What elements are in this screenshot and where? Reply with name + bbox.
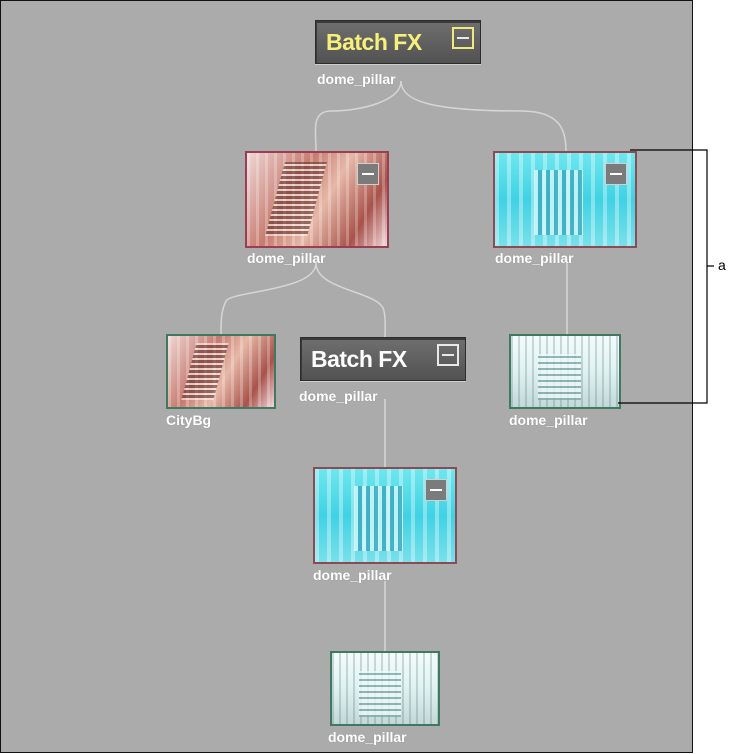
clip-node-thumbnail[interactable]	[509, 334, 621, 409]
collapse-icon[interactable]	[437, 344, 459, 366]
edge-left-to-citybg	[221, 263, 316, 334]
node-label: dome_pillar	[317, 71, 396, 87]
edge-batch-to-left	[315, 81, 401, 151]
clip-node-thumbnail[interactable]	[245, 151, 389, 248]
clip-node-thumbnail[interactable]	[493, 151, 637, 248]
clip-node-thumbnail[interactable]	[313, 467, 457, 564]
collapse-icon[interactable]	[425, 479, 447, 501]
node-label: dome_pillar	[299, 388, 378, 404]
node-label: dome_pillar	[509, 412, 588, 428]
clip-node-thumbnail[interactable]	[166, 334, 276, 409]
batch-fx-title: Batch FX	[326, 29, 422, 56]
batch-fx-node-lower[interactable]: Batch FX	[300, 337, 466, 381]
schematic-canvas[interactable]: Batch FX dome_pillar dome_pillar dome_pi…	[0, 0, 693, 753]
node-label: CityBg	[166, 412, 211, 428]
node-label: dome_pillar	[247, 250, 326, 266]
clip-node-thumbnail[interactable]	[330, 651, 440, 726]
edge-left-to-batch2	[316, 263, 385, 337]
batch-fx-node-top[interactable]: Batch FX	[315, 20, 481, 64]
collapse-icon[interactable]	[452, 27, 474, 49]
edge-batch-to-right	[401, 81, 566, 151]
batch-fx-title: Batch FX	[311, 346, 407, 373]
node-label: dome_pillar	[313, 567, 392, 583]
node-label: dome_pillar	[495, 250, 574, 266]
callout-letter: a	[718, 257, 726, 273]
collapse-icon[interactable]	[605, 163, 627, 185]
collapse-icon[interactable]	[357, 163, 379, 185]
node-label: dome_pillar	[328, 729, 407, 745]
